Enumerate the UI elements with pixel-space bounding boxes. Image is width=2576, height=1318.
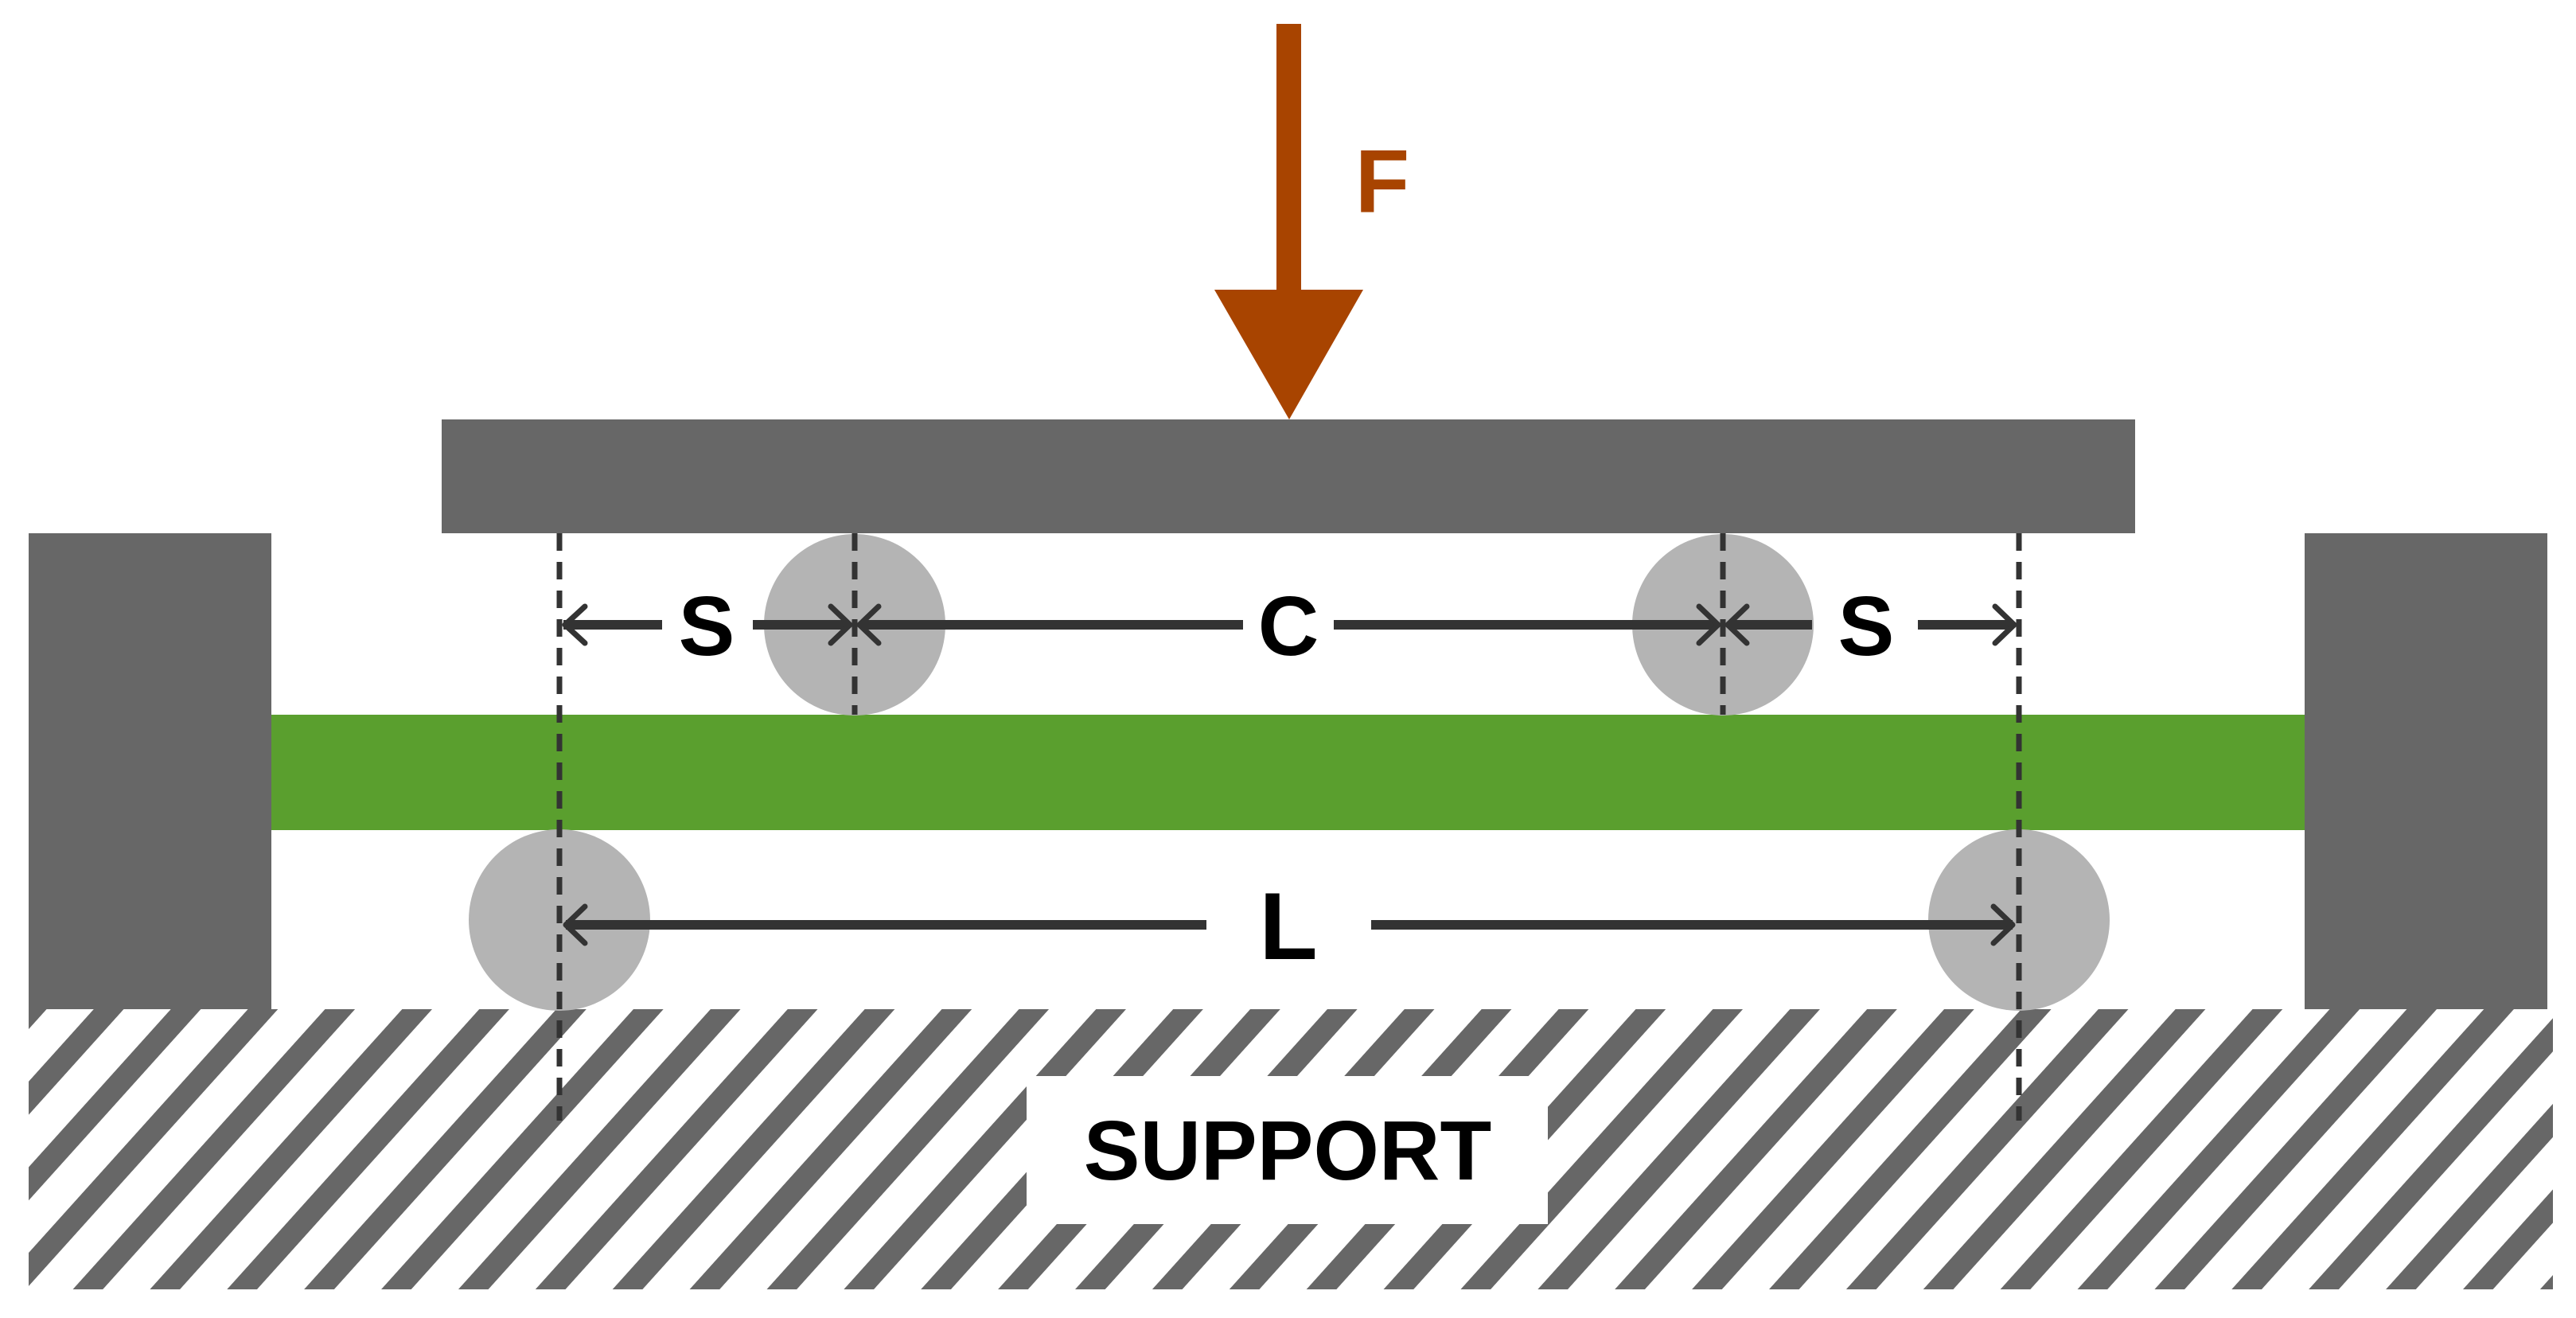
support-label-box — [1027, 1076, 1548, 1224]
force-arrow — [1214, 24, 1363, 419]
shear-span-right-dimension — [1724, 603, 2017, 646]
center-span-dimension — [856, 603, 1721, 646]
support-label: SUPPORT — [1084, 1104, 1491, 1198]
support-span-label: L — [1259, 873, 1317, 980]
specimen-beam — [271, 715, 2305, 830]
shear-span-right-label: S — [1838, 579, 1895, 673]
shear-span-left-label: S — [679, 579, 735, 673]
loading-plate — [442, 419, 2135, 533]
shear-span-left-dimension — [562, 603, 853, 646]
force-label: F — [1355, 132, 1409, 232]
right-side-block — [2305, 533, 2547, 1009]
support-span-dimension — [563, 903, 2016, 946]
left-side-block — [29, 533, 271, 1009]
center-span-label: C — [1258, 579, 1319, 673]
